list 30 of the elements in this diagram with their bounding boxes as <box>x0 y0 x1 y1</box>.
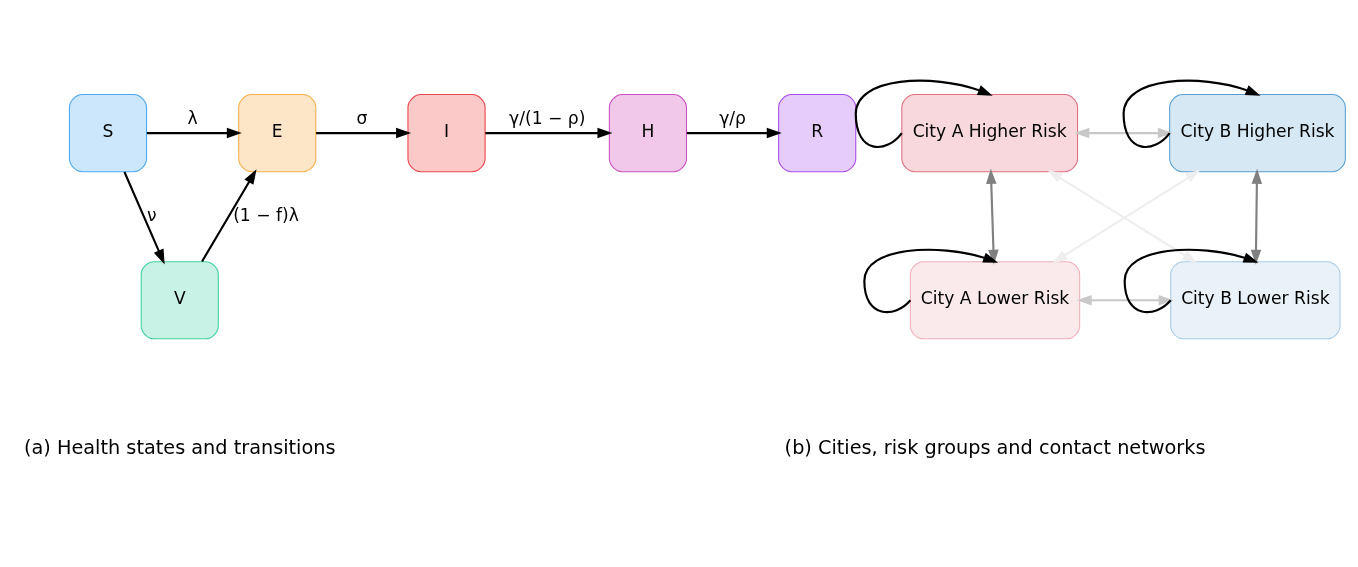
arrow <box>854 79 993 148</box>
node-box: V <box>140 260 219 339</box>
edge-label: γ/ρ <box>719 107 746 128</box>
arrow <box>686 127 782 138</box>
node-box: City B Lower Risk <box>1170 260 1341 339</box>
node-box: City A Lower Risk <box>909 260 1081 339</box>
arrow <box>1123 248 1259 313</box>
edge-label: λ <box>187 107 198 128</box>
arrow <box>1074 127 1173 138</box>
label: (b) Cities, risk groups and contact networks <box>784 435 1206 459</box>
arrow <box>1250 168 1263 265</box>
node-box: City A Higher Risk <box>901 93 1079 172</box>
node-box: I <box>407 93 486 172</box>
edge-label: ν <box>147 204 157 225</box>
node-box: City B Higher Risk <box>1169 93 1346 172</box>
node-box: E <box>238 93 317 172</box>
arrow <box>201 168 257 262</box>
edge-label: σ <box>356 107 368 128</box>
node-box: R <box>778 93 857 172</box>
arrow <box>146 127 242 138</box>
node-box: S <box>68 93 148 172</box>
arrow <box>1122 79 1261 148</box>
label: (a) Health states and transitions <box>24 435 336 459</box>
edge-label: γ/(1 − ρ) <box>509 107 586 128</box>
node-box: H <box>608 93 688 172</box>
edge-label: (1 − f)λ <box>233 204 299 225</box>
arrow <box>316 127 412 138</box>
arrow <box>1076 294 1174 305</box>
arrow <box>123 171 165 264</box>
arrow <box>485 127 613 138</box>
